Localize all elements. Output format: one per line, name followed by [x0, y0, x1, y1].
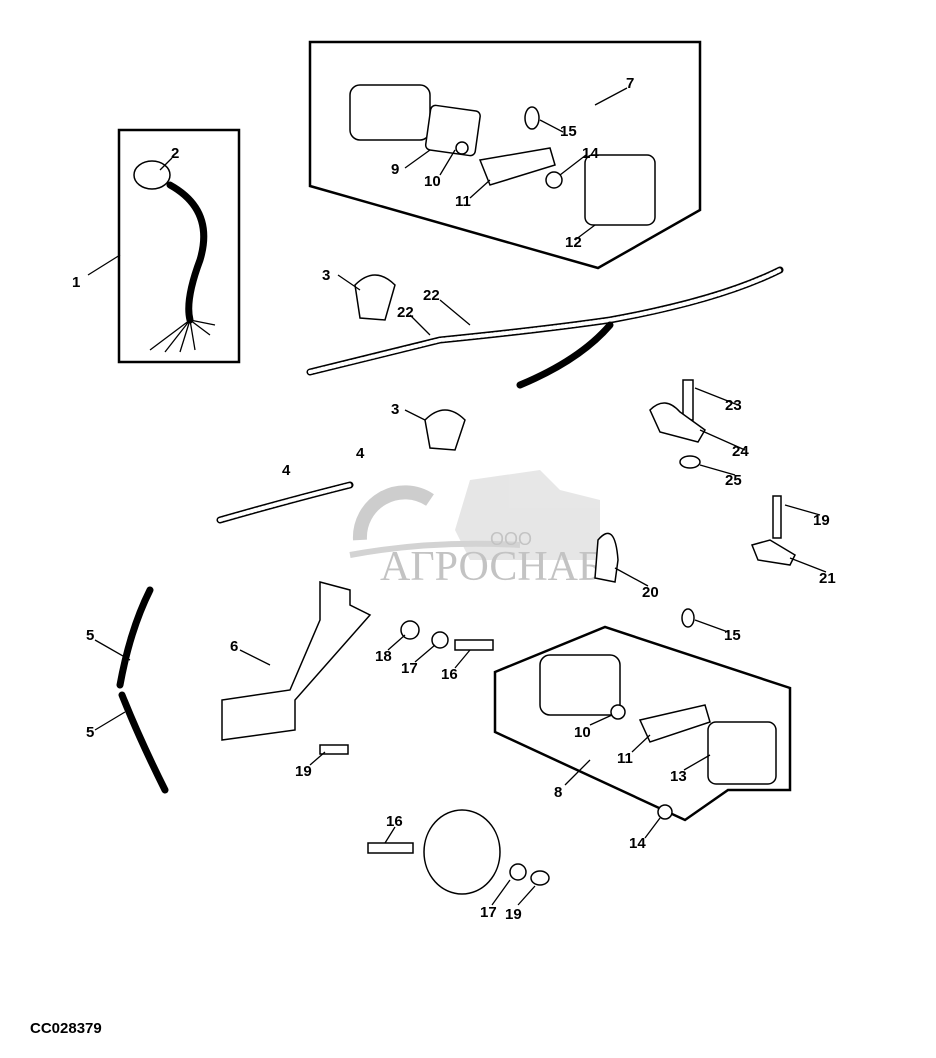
- nut-10: [455, 141, 469, 155]
- callout-8: 8: [554, 784, 562, 801]
- bulb-15-lower: [681, 608, 695, 628]
- callout-5: 5: [86, 627, 94, 644]
- bulb-14: [545, 171, 563, 189]
- callout-11: 11: [455, 193, 471, 210]
- watermark-ooo: ООО: [490, 529, 532, 549]
- nut-25: [679, 455, 701, 469]
- lamp-kit-box-8: [493, 625, 792, 822]
- callout-22: 22: [397, 304, 414, 321]
- callout-3: 3: [391, 401, 399, 418]
- harness-4-texture: [218, 483, 352, 522]
- callout-15: 15: [560, 123, 577, 140]
- callout-22: 22: [423, 287, 440, 304]
- callout-16: 16: [386, 813, 403, 830]
- callout-9: 9: [391, 161, 399, 178]
- callout-15: 15: [724, 627, 741, 644]
- watermark-agrosnab: АГРОСНАБ: [380, 544, 602, 590]
- bracket-6: [221, 581, 372, 741]
- callout-14: 14: [629, 835, 646, 852]
- reflector: [423, 809, 501, 895]
- clamp-24: [649, 402, 706, 443]
- harness-texture: [308, 268, 782, 374]
- bulb-14-lower: [657, 804, 673, 820]
- callout-14: 14: [582, 145, 599, 162]
- connector-plug: [133, 160, 171, 190]
- callout-13: 13: [670, 768, 687, 785]
- watermark-logo: ООО АГРОСНАБ: [349, 470, 602, 590]
- callout-16: 16: [441, 666, 458, 683]
- callout-20: 20: [642, 584, 659, 601]
- harness-branch: [516, 321, 614, 389]
- harness-5-upper: [116, 586, 154, 689]
- callout-4: 4: [282, 462, 291, 479]
- callout-18: 18: [375, 648, 392, 665]
- callout-10: 10: [574, 724, 591, 741]
- callout-1: 1: [72, 274, 80, 291]
- bulb-holder-11-lower: [638, 704, 711, 743]
- callout-2: 2: [171, 145, 179, 162]
- harness-1-wire: [166, 181, 208, 324]
- lens-12: [584, 154, 656, 226]
- callout-17: 17: [401, 660, 418, 677]
- clip-3-upper: [354, 274, 396, 321]
- clip-3-lower: [424, 409, 466, 451]
- leader-lines: [87, 87, 827, 906]
- callout-17: 17: [480, 904, 497, 921]
- callout-11: 11: [617, 750, 633, 767]
- bolt-16-lower: [367, 842, 414, 854]
- bolt-19-bracket: [319, 744, 349, 755]
- callout-6: 6: [230, 638, 238, 655]
- lamp-housing-8: [539, 654, 621, 716]
- callout-25: 25: [725, 472, 742, 489]
- bulb-holder-11: [478, 147, 556, 186]
- callout-23: 23: [725, 397, 742, 414]
- callout-10: 10: [424, 173, 441, 190]
- callout-19: 19: [295, 763, 312, 780]
- callout-4: 4: [356, 445, 365, 462]
- callout-21: 21: [819, 570, 836, 587]
- bolt-23: [682, 379, 694, 421]
- washer-17-lower: [509, 863, 527, 881]
- harness-1-leads: [149, 319, 216, 353]
- callout-12: 12: [565, 234, 582, 251]
- callout-19: 19: [813, 512, 830, 529]
- callout-5: 5: [86, 724, 94, 741]
- bolt-19-upper: [772, 495, 782, 539]
- clamp-21: [750, 539, 796, 566]
- washer-17: [431, 631, 449, 649]
- bolt-16: [454, 639, 494, 651]
- drawing-code: CC028379: [30, 1020, 102, 1037]
- kit-box-1: [117, 128, 241, 364]
- gasket: [424, 104, 481, 157]
- bulb-15: [524, 106, 540, 130]
- callout-19: 19: [505, 906, 522, 923]
- callout-3: 3: [322, 267, 330, 284]
- cable-tie-20: [594, 532, 619, 583]
- lens-13: [707, 721, 777, 785]
- nut-10-lower: [610, 704, 626, 720]
- nut-18: [400, 620, 420, 640]
- lamp-kit-box-7: [308, 40, 702, 270]
- lamp-housing: [349, 84, 431, 141]
- harness-5-lower: [118, 691, 169, 794]
- callout-24: 24: [732, 443, 749, 460]
- nut-19-lower: [530, 870, 550, 886]
- callout-7: 7: [626, 75, 634, 92]
